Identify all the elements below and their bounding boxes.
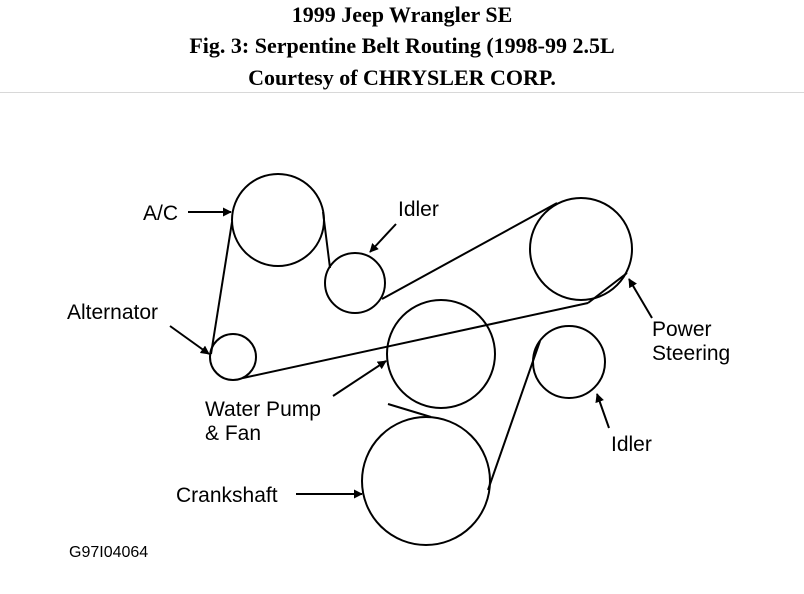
ac-label: A/C [143,202,178,225]
power-steering-arrow [628,278,653,319]
header-divider [0,92,804,93]
idler-bottom-label: Idler [611,433,652,456]
alternator-arrow [169,325,210,355]
water-pump-pulley [386,299,496,409]
alternator-pulley [209,333,257,381]
water-pump-label-line1: Water Pump [205,398,321,421]
figure-credit: Courtesy of CHRYSLER CORP. [248,65,556,90]
vehicle-title: 1999 Jeep Wrangler SE [291,2,513,27]
ac-pulley [231,173,325,267]
water-pump-arrow [332,360,387,397]
idler-top-arrow [369,223,397,253]
idler-bottom-arrow [595,393,610,429]
power-steering-label-line1: Power [652,318,712,341]
water-pump-label-line2: & Fan [205,422,261,445]
figure-title: Fig. 3: Serpentine Belt Routing (1998-99… [189,33,615,58]
figure-header: 1999 Jeep Wrangler SE Fig. 3: Serpentine… [0,0,804,92]
idler-top-label: Idler [398,198,439,221]
crankshaft-pulley [361,416,491,546]
alternator-label: Alternator [67,301,158,324]
crankshaft-label: Crankshaft [176,484,278,507]
figure-code: G97I04064 [69,544,148,561]
power-steering-pulley [529,197,633,301]
idler-top-pulley [324,252,386,314]
idler-bottom-pulley [532,325,606,399]
serpentine-belt [210,202,628,491]
power-steering-label-line2: Steering [652,342,730,365]
